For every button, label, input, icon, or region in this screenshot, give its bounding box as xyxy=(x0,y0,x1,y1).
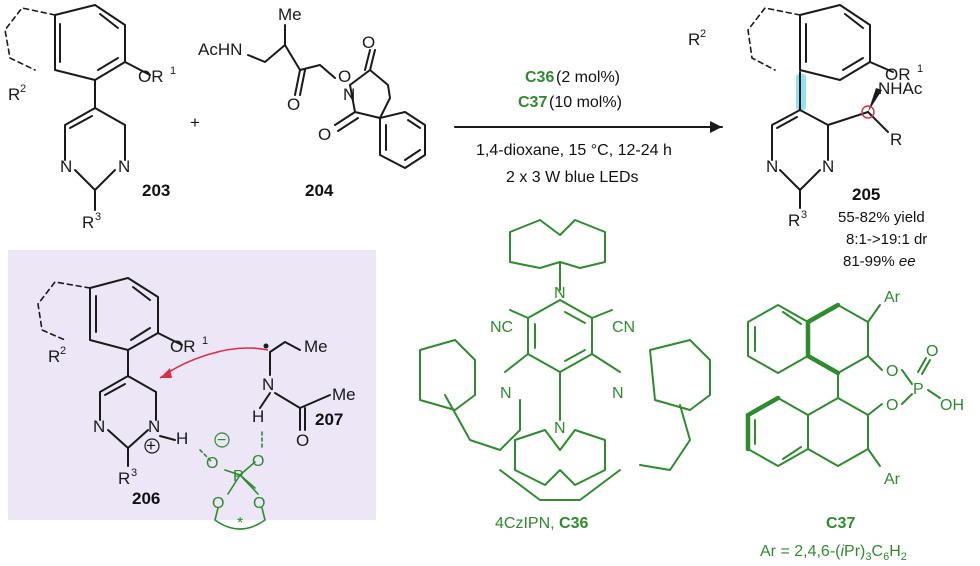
cond-line2: 2 x 3 W blue LEDs xyxy=(506,169,639,186)
label-207-me2: Me xyxy=(332,385,356,404)
cation-charge xyxy=(144,438,160,454)
label-phos-o2: O xyxy=(252,453,264,470)
label-c37-ar-bottom: Ar xyxy=(884,471,901,488)
label-c37-o-double: O xyxy=(926,343,938,360)
label-205-n2: N xyxy=(822,157,834,176)
label-203-r2: R xyxy=(8,85,20,104)
compound-204-structure xyxy=(247,24,426,169)
label-203-or-sup: 1 xyxy=(170,65,176,77)
label-204-achn: AcHN xyxy=(198,40,242,59)
label-206-r3: R xyxy=(118,469,130,488)
result-dr: 8:1->19:1 dr xyxy=(846,231,927,248)
label-205-r: R xyxy=(890,130,902,149)
label-c37-p: P xyxy=(913,381,924,398)
intermediate-206-id: 206 xyxy=(132,489,160,508)
label-203-r2-sup: 2 xyxy=(20,83,26,95)
label-206-n1: N xyxy=(93,417,105,436)
label-205-r3-sup: 3 xyxy=(801,209,807,221)
compound-204-id: 204 xyxy=(305,181,334,200)
label-c37-o1: O xyxy=(886,363,898,380)
radical-207-structure xyxy=(259,341,331,431)
label-207-me1: Me xyxy=(304,337,328,356)
label-minus: − xyxy=(217,432,226,449)
label-c36-n-bottom: N xyxy=(554,420,566,437)
label-205-r2-sup: 2 xyxy=(700,28,706,40)
label-c36-nc: NC xyxy=(490,319,513,336)
label-203-r3-sup: 3 xyxy=(95,211,101,223)
result-ee: 81-99% ee xyxy=(843,253,916,270)
label-206-plus: + xyxy=(146,436,156,455)
label-206-r2-sup: 2 xyxy=(60,345,66,357)
catalyst-c37-structure xyxy=(747,304,941,467)
label-207-o: O xyxy=(296,431,309,450)
compound-205-id: 205 xyxy=(852,185,880,204)
c37-caption-id: C37 xyxy=(826,515,855,532)
label-204-n: N xyxy=(343,85,355,104)
label-203-n2: N xyxy=(118,157,130,176)
cond-cat2-name: C37 xyxy=(518,94,547,111)
cond-line1: 1,4-dioxane, 15 °C, 12-24 h xyxy=(476,142,672,159)
label-205-or-sup: 1 xyxy=(917,63,923,75)
label-205-r2: R xyxy=(688,30,700,49)
label-204-o-imide2: O xyxy=(318,125,331,144)
label-205-r3: R xyxy=(788,211,800,230)
label-206-h: H xyxy=(176,429,188,448)
label-205-or: OR xyxy=(885,65,911,84)
label-206-or: OR xyxy=(170,337,196,356)
compound-203-structure xyxy=(4,4,151,211)
plus-sign: + xyxy=(190,113,200,132)
c37-bold-bonds-upper xyxy=(805,302,841,376)
label-c37-o2: O xyxy=(886,397,898,414)
cond-cat1-name: C36 xyxy=(525,69,554,86)
stereocenter-marker xyxy=(861,105,875,119)
label-203-r3: R xyxy=(82,213,94,232)
catalyst-c36-structure xyxy=(419,219,711,501)
cond-cat2-amount: (10 mol%) xyxy=(549,94,622,111)
label-207-h: H xyxy=(252,407,264,426)
arrow-head xyxy=(710,121,722,133)
label-phos-star: * xyxy=(237,515,243,532)
radical-dot xyxy=(263,343,269,349)
c37-ar-definition: Ar = 2,4,6-(iPr)3C6H2 xyxy=(760,543,907,563)
label-205-n1: N xyxy=(766,157,778,176)
label-206-r2: R xyxy=(48,347,60,366)
anion-charge xyxy=(214,432,230,448)
label-c36-n-left: N xyxy=(500,385,512,402)
label-206-n2: N xyxy=(148,417,160,436)
label-phos-o3: O xyxy=(212,495,224,512)
label-c37-ar-top: Ar xyxy=(884,289,901,306)
label-203-n1: N xyxy=(60,157,72,176)
label-phos-o4: O xyxy=(253,495,265,512)
label-c36-n-top: N xyxy=(554,285,566,302)
label-203-or: OR xyxy=(138,67,164,86)
label-207-n: N xyxy=(262,375,274,394)
label-206-r3-sup: 3 xyxy=(131,467,137,479)
c36-caption: 4CzIPN, C36 xyxy=(495,515,588,532)
label-205-nhac: NHAc xyxy=(878,79,923,98)
c37-bold-bonds-lower xyxy=(745,395,781,452)
label-c37-oh: OH xyxy=(940,397,964,414)
label-204-o-imide1: O xyxy=(362,33,375,52)
label-204-o-ester: O xyxy=(338,67,351,86)
intermediate-206-structure xyxy=(37,277,183,467)
radical-207-id: 207 xyxy=(315,410,343,429)
label-204-o-carbonyl: O xyxy=(287,95,300,114)
label-phos-p: P xyxy=(233,468,244,485)
compound-203-id: 203 xyxy=(142,181,170,200)
label-phos-o1: O xyxy=(206,455,218,472)
label-c36-n-right: N xyxy=(612,385,624,402)
result-yield: 55-82% yield xyxy=(838,209,925,226)
label-206-or-sup: 1 xyxy=(202,335,208,347)
cond-cat1-amount: (2 mol%) xyxy=(556,69,620,86)
label-204-me: Me xyxy=(278,5,302,24)
compound-205-structure xyxy=(747,4,894,209)
phosphate-anion-structure xyxy=(199,431,266,530)
mechanism-panel xyxy=(8,250,376,520)
label-c36-cn: CN xyxy=(612,319,635,336)
